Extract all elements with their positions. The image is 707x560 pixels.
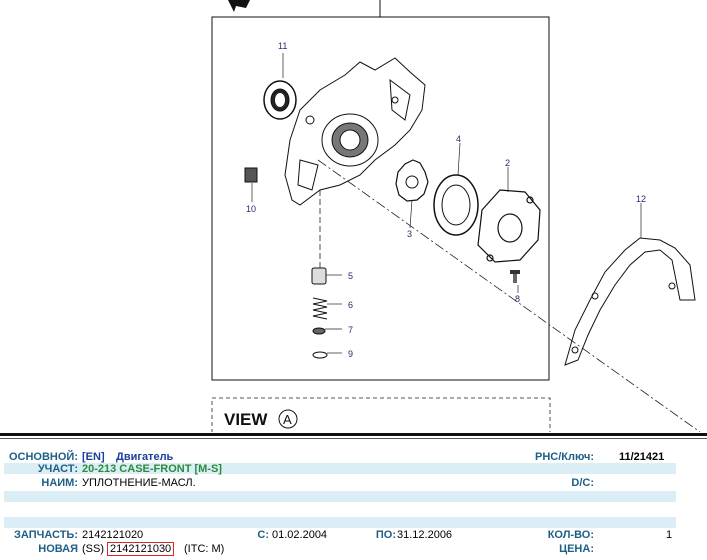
dc-label: D/C: (571, 477, 594, 489)
snap-ring-part[interactable] (312, 351, 328, 359)
retainer-part[interactable] (312, 327, 326, 335)
new-part-number[interactable]: 2142121030 (107, 542, 175, 556)
from-label: С: (257, 529, 269, 541)
view-a-frame (211, 397, 551, 432)
view-arrow-icon (228, 0, 250, 12)
main-row: ОСНОВНОЙ: [EN] Двигатель РНС/Ключ: 11/21… (0, 450, 707, 464)
relief-valve-spring-part[interactable] (312, 297, 328, 320)
itc-code: (ITC: M) (184, 543, 225, 555)
relief-valve-plunger-part[interactable] (311, 267, 327, 285)
cover-plate-part[interactable] (477, 189, 541, 263)
callout-2: 2 (505, 158, 510, 168)
part-info-panel: ОСНОВНОЙ: [EN] Двигатель РНС/Ключ: 11/21… (0, 432, 707, 560)
part-label: ЗАПЧАСТЬ: (14, 529, 78, 541)
new-label: НОВАЯ (38, 543, 78, 555)
callout-8: 8 (515, 294, 520, 304)
from-date: 01.02.2004 (272, 529, 328, 541)
callout-7: 7 (348, 325, 353, 335)
main-label: ОСНОВНОЙ: (8, 451, 78, 463)
stripe-row (4, 491, 676, 502)
new-ss-code: (SS) (82, 543, 104, 555)
part-row: ЗАПЧАСТЬ: 2142121020 С: 01.02.2004 ПО: 3… (0, 528, 707, 542)
main-code: [EN] (82, 451, 105, 463)
part-number[interactable]: 2142121020 (82, 529, 144, 541)
callout-12: 12 (636, 194, 646, 204)
screw-part[interactable] (510, 270, 520, 283)
stripe-row (4, 517, 676, 528)
pnc-label: РНС/Ключ: (534, 451, 594, 463)
view-circle-icon (278, 409, 298, 429)
callout-3: 3 (407, 229, 412, 239)
callout-4: 4 (456, 134, 461, 144)
qty-label: КОЛ-ВО: (547, 529, 594, 541)
callout-11: 11 (278, 41, 287, 51)
callout-5: 5 (348, 271, 353, 281)
oil-seal-part[interactable] (263, 80, 297, 120)
panel-top-rule (0, 433, 707, 436)
view-label: VIEW (224, 410, 268, 429)
exploded-view-frame (211, 16, 550, 381)
section-value[interactable]: 20-213 CASE-FRONT [M-S] (82, 463, 222, 475)
gasket-part[interactable] (564, 237, 696, 366)
main-value: Двигатель (116, 451, 174, 463)
section-label: УЧАСТ: (37, 463, 78, 475)
pnc-value[interactable]: 11/21421 (619, 451, 665, 463)
replacement-row: НОВАЯ (SS) 2142121030 (ITC: M) ЦЕНА: (0, 542, 707, 556)
outer-gear-part[interactable] (433, 174, 479, 236)
name-row: НАИМ: УПЛОТНЕНИЕ-МАСЛ. D/C: (0, 476, 707, 490)
to-date: 31.12.2006 (397, 529, 453, 541)
section-row: УЧАСТ: 20-213 CASE-FRONT [M-S] (0, 462, 707, 476)
to-label: ПО: (375, 529, 396, 541)
front-case-housing-part[interactable] (284, 57, 426, 206)
parts-diagram: 11 4 2 10 3 12 5 6 8 7 9 VIEW A (211, 0, 701, 432)
name-label: НАИМ: (41, 477, 78, 489)
plug-part[interactable] (244, 167, 258, 183)
panel-top-rule-thin (0, 438, 707, 439)
qty-value: 1 (666, 529, 673, 541)
inner-gear-part[interactable] (395, 159, 429, 202)
name-value: УПЛОТНЕНИЕ-МАСЛ. (82, 477, 196, 489)
callout-9: 9 (348, 349, 353, 359)
stripe-row (4, 463, 676, 474)
price-label: ЦЕНА: (559, 543, 594, 555)
view-circle-letter: A (283, 412, 292, 427)
callout-10: 10 (246, 204, 256, 214)
callout-6: 6 (348, 300, 353, 310)
